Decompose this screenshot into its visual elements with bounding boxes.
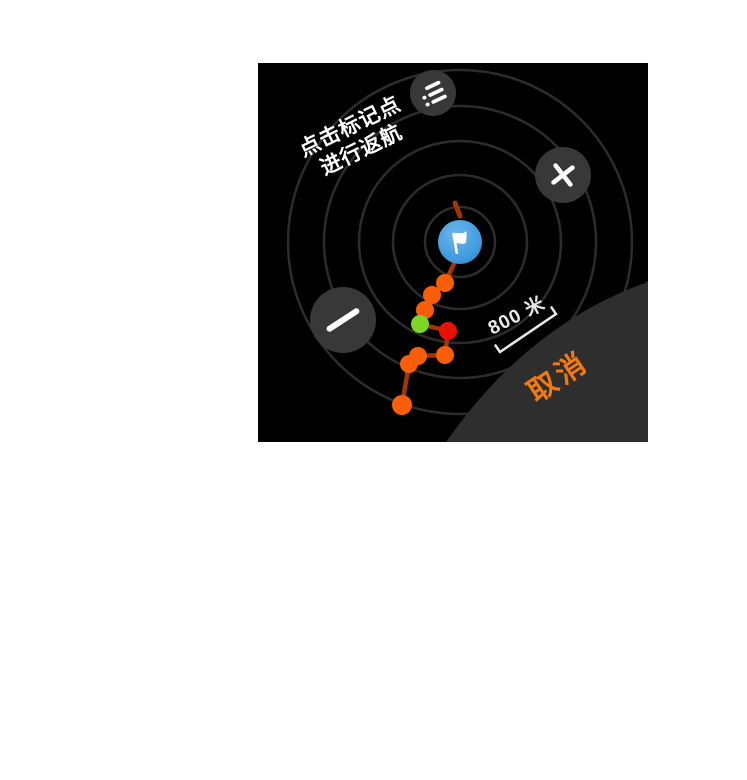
map-canvas <box>286 68 648 442</box>
trail-dot-waypoint-green[interactable] <box>411 315 429 333</box>
scale-bracket <box>494 306 558 354</box>
radar-ring <box>357 139 563 345</box>
trail-dot-waypoint[interactable] <box>436 346 454 364</box>
marker-list-button[interactable] <box>410 70 456 116</box>
plus-icon <box>551 163 575 187</box>
trail-dot-waypoint[interactable] <box>423 286 441 304</box>
trail-dot-waypoint[interactable] <box>436 274 454 292</box>
cancel-wedge[interactable] <box>446 281 648 442</box>
trail-dot-waypoint[interactable] <box>400 355 418 373</box>
heading-dash <box>452 200 463 219</box>
watch-screen: 点击标记点 进行返航 <box>258 63 648 442</box>
start-point-marker[interactable] <box>438 220 482 264</box>
radar-ring <box>391 173 529 311</box>
radar-ring <box>286 68 634 416</box>
trail-dot-waypoint-red[interactable] <box>439 322 457 340</box>
trail-dot-waypoint[interactable] <box>392 395 412 415</box>
list-icon <box>422 80 447 107</box>
radar-rings <box>286 68 634 416</box>
radar-ring <box>322 104 598 380</box>
radar-ring <box>423 205 497 279</box>
zoom-out-button[interactable] <box>310 287 376 353</box>
trail-dot-waypoint[interactable] <box>416 301 434 319</box>
zoom-in-button[interactable] <box>535 147 591 203</box>
minus-icon <box>325 307 361 333</box>
trail-dots <box>392 274 457 415</box>
flag-icon <box>452 231 467 255</box>
